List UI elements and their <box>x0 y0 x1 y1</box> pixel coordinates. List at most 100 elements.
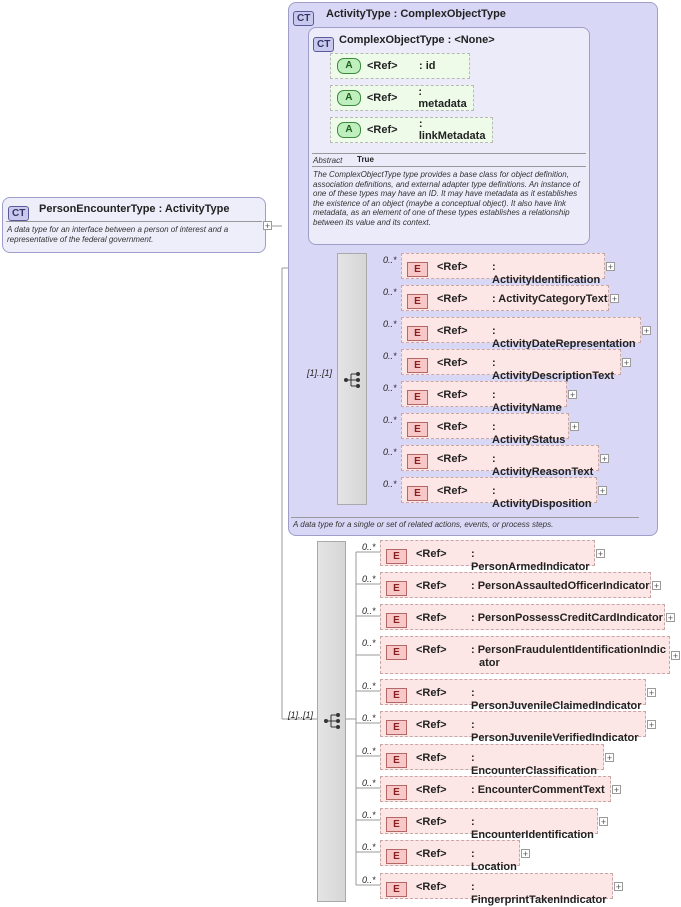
element-icon: E <box>386 549 407 564</box>
element-icon: E <box>386 720 407 735</box>
element-box[interactable]: E<Ref>: ActivityDisposition <box>401 477 597 510</box>
element-icon: E <box>386 882 407 897</box>
occurrence-label: 0..* <box>362 875 376 885</box>
expand-icon[interactable]: + <box>610 294 619 304</box>
root-type-description: A data type for an interface between a p… <box>7 225 229 244</box>
ref-label: <Ref> <box>366 92 398 104</box>
element-box[interactable]: E<Ref>: PersonPossessCreditCardIndicator <box>380 604 665 630</box>
expand-icon[interactable]: + <box>614 882 623 892</box>
ref-label: <Ref> <box>367 60 398 72</box>
occurrence-label: 0..* <box>383 255 397 265</box>
person-sequence-compositor[interactable] <box>317 541 346 902</box>
expand-icon[interactable]: + <box>647 688 656 698</box>
attribute-name: : id <box>419 60 436 72</box>
element-box[interactable]: E<Ref>: ActivityReasonText <box>401 445 599 478</box>
expand-icon[interactable]: + <box>521 849 530 859</box>
activity-sequence-compositor[interactable] <box>337 253 367 505</box>
expand-icon[interactable]: + <box>612 785 621 795</box>
element-box[interactable]: E<Ref>: Location <box>380 840 520 873</box>
expand-icon[interactable]: + <box>600 454 609 464</box>
element-icon: E <box>386 753 407 768</box>
element-box[interactable]: E<Ref>: PersonAssaultedOfficerIndicator <box>380 572 651 598</box>
ref-label: <Ref> <box>437 485 468 497</box>
occurrence-label: 0..* <box>383 447 397 457</box>
attribute-linkmetadata[interactable]: A <Ref> : linkMetadata <box>330 117 493 143</box>
element-box[interactable]: E<Ref>: ActivityDescriptionText <box>401 349 621 382</box>
ref-label: <Ref> <box>437 325 468 337</box>
element-name: : EncounterClassification <box>471 752 603 778</box>
attribute-metadata[interactable]: A <Ref> : metadata <box>330 85 474 111</box>
occurrence-label: 0..* <box>383 383 397 393</box>
element-box[interactable]: E<Ref>: ActivityIdentification <box>401 253 605 286</box>
element-name-text: : FingerprintTakenIndicator <box>471 881 607 906</box>
element-box[interactable]: E<Ref>: ActivityDateRepresentation <box>401 317 641 350</box>
element-box[interactable]: E<Ref>: PersonFraudulentIdentificationIn… <box>380 636 670 674</box>
attribute-icon: A <box>337 90 361 106</box>
element-name: : PersonAssaultedOfficerIndicator <box>471 580 650 593</box>
expand-icon[interactable]: + <box>263 221 272 231</box>
ref-label: <Ref> <box>416 719 447 731</box>
complex-object-type-title: ComplexObjectType : <None> <box>339 34 495 46</box>
element-name-text: : ActivityName <box>492 389 562 414</box>
attribute-id[interactable]: A <Ref> : id <box>330 53 470 79</box>
element-name-text: : ActivityIdentification <box>492 261 601 286</box>
expand-icon[interactable]: + <box>605 753 614 763</box>
element-icon: E <box>407 294 428 309</box>
expand-icon[interactable]: + <box>598 486 607 496</box>
ref-label: <Ref> <box>437 261 468 273</box>
element-name-text: : PersonPossessCreditCardIndicator <box>471 612 663 624</box>
expand-icon[interactable]: + <box>596 549 605 559</box>
attribute-icon: A <box>337 58 361 74</box>
ref-label: <Ref> <box>416 784 447 796</box>
complex-type-icon: CT <box>313 37 335 52</box>
element-name-text: : ActivityDisposition <box>492 485 592 510</box>
element-box[interactable]: E <Ref> : FingerprintTakenIndicator <box>380 873 613 906</box>
element-box[interactable]: E<Ref>: EncounterClassification <box>380 744 604 777</box>
element-box[interactable]: E<Ref>: ActivityName <box>401 381 567 414</box>
element-icon: E <box>386 817 407 832</box>
expand-icon[interactable]: + <box>666 613 675 623</box>
element-icon: E <box>407 358 428 373</box>
expand-icon[interactable]: + <box>671 651 680 661</box>
element-icon: E <box>386 645 407 660</box>
complex-type-icon: CT <box>8 206 30 221</box>
element-icon: E <box>407 422 428 437</box>
element-box[interactable]: E<Ref>: PersonJuvenileVerifiedIndicator <box>380 711 646 744</box>
element-icon: E <box>407 454 428 469</box>
ref-label: <Ref> <box>416 881 447 893</box>
element-box[interactable]: E<Ref>: PersonArmedIndicator <box>380 540 595 573</box>
expand-icon[interactable]: + <box>570 422 579 432</box>
expand-icon[interactable]: + <box>599 817 608 827</box>
element-name: : EncounterCommentText <box>471 784 605 797</box>
element-name-text: : PersonArmedIndicator <box>471 548 590 573</box>
element-box[interactable]: E<Ref>: PersonJuvenileClaimedIndicator <box>380 679 646 712</box>
activity-type-title: ActivityType : ComplexObjectType <box>326 8 506 20</box>
element-name: : ActivityDisposition <box>492 485 596 511</box>
element-icon: E <box>407 390 428 405</box>
root-type-box[interactable]: CT PersonEncounterType : ActivityType A … <box>2 197 266 253</box>
element-box[interactable]: E <Ref> : EncounterCommentText <box>380 776 611 802</box>
attribute-name: : metadata <box>418 86 467 110</box>
element-name-text: : ActivityStatus <box>492 421 566 446</box>
occurrence-label: 0..* <box>362 746 376 756</box>
element-box[interactable]: E<Ref>: ActivityCategoryText <box>401 285 609 311</box>
element-name: : ActivityCategoryText <box>492 293 608 306</box>
element-name: : ActivityStatus <box>492 421 568 447</box>
expand-icon[interactable]: + <box>647 720 656 730</box>
expand-icon[interactable]: + <box>652 581 661 591</box>
element-icon: E <box>386 785 407 800</box>
divider <box>312 153 586 154</box>
occurrence-label: 0..* <box>362 574 376 584</box>
element-name: : ActivityIdentification <box>492 261 604 287</box>
ref-label: <Ref> <box>437 453 468 465</box>
ref-label: <Ref> <box>416 848 447 860</box>
element-box[interactable]: E<Ref>: EncounterIdentification <box>380 808 598 841</box>
ref-label: <Ref> <box>416 612 447 624</box>
element-box[interactable]: E<Ref>: ActivityStatus <box>401 413 569 446</box>
expand-icon[interactable]: + <box>606 262 615 272</box>
expand-icon[interactable]: + <box>568 390 577 400</box>
expand-icon[interactable]: + <box>642 326 651 336</box>
expand-icon[interactable]: + <box>622 358 631 368</box>
complex-object-type-description: The ComplexObjectType type provides a ba… <box>313 170 580 227</box>
